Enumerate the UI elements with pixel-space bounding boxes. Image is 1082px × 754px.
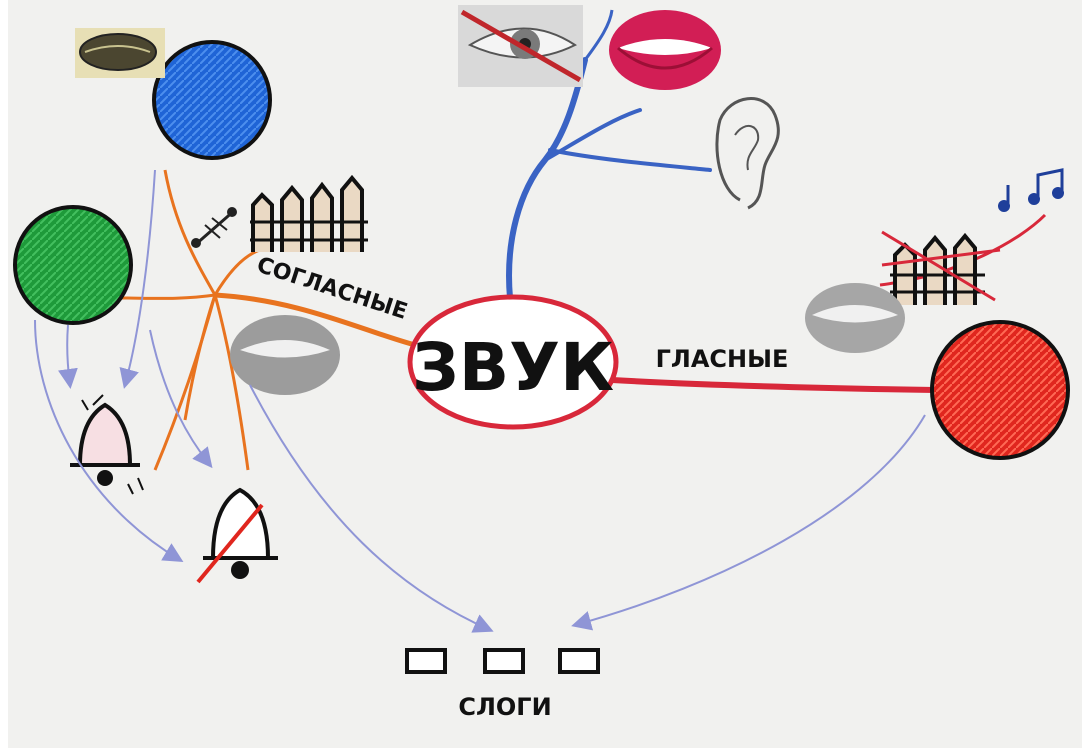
consonant-branch xyxy=(119,169,418,471)
syllable-box-icon xyxy=(405,648,447,674)
bell-icon xyxy=(70,394,144,495)
central-node: ЗВУК xyxy=(407,294,619,430)
ear-icon xyxy=(715,97,780,210)
soft-consonant-circle xyxy=(13,205,133,325)
center-label: ЗВУК xyxy=(412,329,614,406)
crossed-bell-icon xyxy=(196,487,278,584)
vowels-label: ГЛАСНЫЕ xyxy=(656,345,789,373)
syllable-box-icon xyxy=(483,648,525,674)
eye-icon xyxy=(458,5,583,87)
vowel-circle xyxy=(930,320,1070,460)
syllables-label: СЛОГИ xyxy=(458,693,551,721)
hard-consonant-circle xyxy=(152,40,272,160)
syllable-boxes xyxy=(405,648,600,674)
fence-icon xyxy=(250,174,368,252)
syllable-box-icon xyxy=(558,648,600,674)
mouth-icon xyxy=(805,283,905,353)
mouth-icon xyxy=(230,315,340,395)
walnut-icon xyxy=(75,28,165,78)
music-notes-icon xyxy=(191,207,237,248)
senses-branch xyxy=(506,9,712,301)
lips-icon xyxy=(609,10,721,90)
relation-arrows xyxy=(34,169,926,633)
music-notes-icon xyxy=(998,168,1064,212)
crossed-fence-icon xyxy=(881,230,1001,305)
